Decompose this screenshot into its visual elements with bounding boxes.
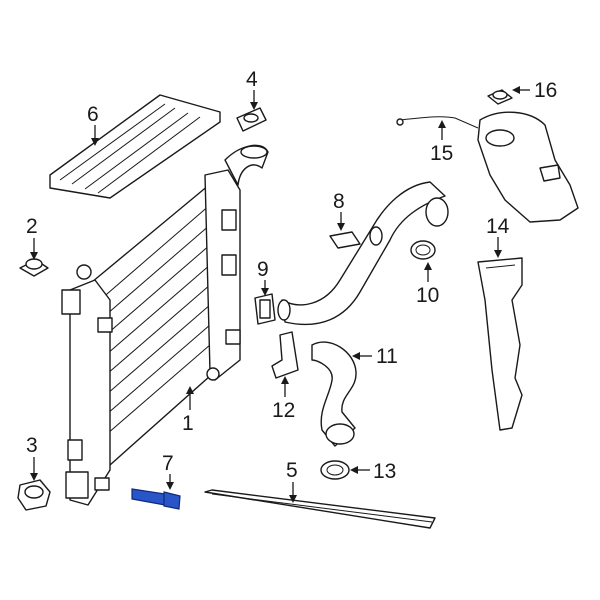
part-13-clamp — [320, 460, 350, 480]
callout-16: 16 — [534, 79, 557, 102]
callout-9: 9 — [257, 258, 269, 281]
callout-3: 3 — [26, 434, 38, 457]
part-16-cap — [487, 89, 513, 105]
callout-6: 6 — [87, 103, 99, 126]
callout-5: 5 — [286, 459, 298, 482]
callout-1: 1 — [182, 412, 194, 435]
part-5-seal — [204, 489, 436, 529]
part-8-upper-hose — [277, 181, 449, 326]
part-10-clamp — [410, 240, 436, 260]
callout-15: 15 — [430, 142, 453, 165]
part-7-bolt — [131, 488, 181, 510]
part-2-isolator — [19, 258, 49, 277]
part-9-clamp — [254, 293, 276, 325]
callout-2: 2 — [26, 215, 38, 238]
callout-7: 7 — [162, 452, 174, 475]
callout-14: 14 — [486, 215, 510, 238]
part-11-lower-hose — [311, 341, 357, 447]
callout-8: 8 — [333, 190, 345, 213]
callout-4: 4 — [246, 68, 258, 91]
part-6-deflector — [49, 94, 221, 199]
part-4-cap — [236, 107, 267, 132]
callout-10: 10 — [416, 284, 439, 307]
callout-12: 12 — [272, 399, 295, 422]
part-15-reservoir — [396, 111, 579, 223]
callout-leaders — [30, 86, 530, 503]
part-14-duct — [477, 257, 523, 431]
callout-11: 11 — [376, 345, 398, 368]
part-3-isolator — [17, 479, 51, 511]
part-1-radiator — [61, 144, 269, 506]
part-12-bracket — [271, 331, 299, 379]
callout-13: 13 — [373, 460, 396, 483]
